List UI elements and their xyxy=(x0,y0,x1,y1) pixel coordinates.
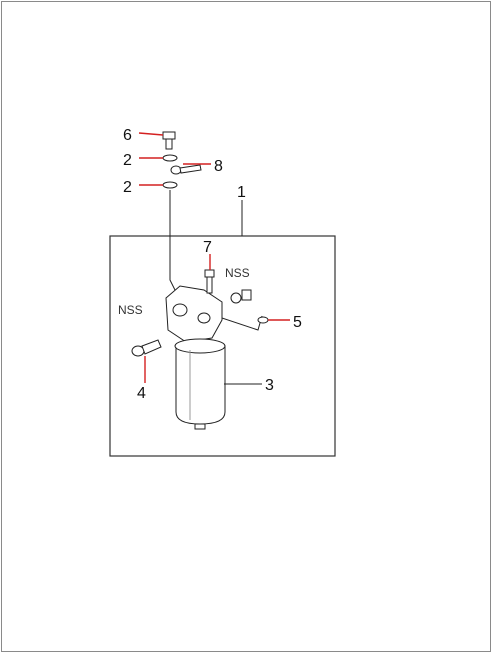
bolt-4 xyxy=(131,339,162,357)
banjo-fitting-8 xyxy=(170,164,202,175)
plug-oring xyxy=(230,289,252,304)
callout-6: 6 xyxy=(123,127,132,144)
washer-2-lower xyxy=(162,181,178,189)
bolt-7 xyxy=(204,269,215,294)
callout-2-lower: 2 xyxy=(123,179,132,196)
fuel-pipe xyxy=(169,190,177,293)
callout-4: 4 xyxy=(137,385,146,402)
bolt-6 xyxy=(162,131,176,150)
filter-cartridge-3 xyxy=(174,338,226,430)
leader-6 xyxy=(138,132,164,136)
callout-2-upper: 2 xyxy=(123,152,132,169)
callout-8: 8 xyxy=(214,158,223,175)
callout-nss-right: NSS xyxy=(225,266,250,280)
callout-5: 5 xyxy=(293,314,302,331)
washer-5 xyxy=(257,316,269,324)
callout-nss-left: NSS xyxy=(118,303,143,317)
assembly-box xyxy=(109,235,336,457)
callout-3: 3 xyxy=(265,377,274,394)
filter-head xyxy=(165,285,223,343)
callout-7: 7 xyxy=(203,239,212,256)
callout-1: 1 xyxy=(237,184,246,201)
washer-2-upper xyxy=(162,154,178,162)
